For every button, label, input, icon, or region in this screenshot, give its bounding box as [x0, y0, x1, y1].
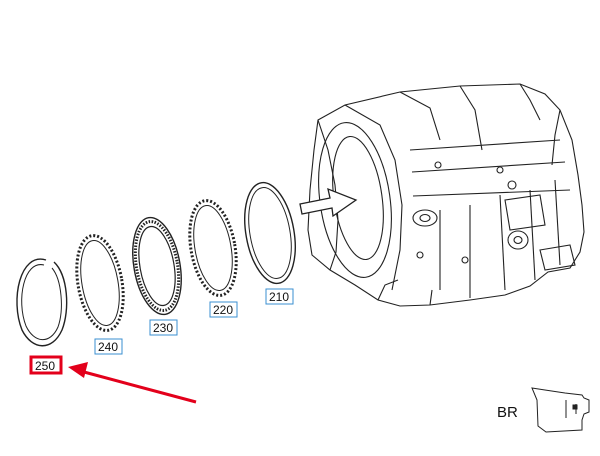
- ring-part-230[interactable]: [126, 214, 188, 318]
- br-badge-text: BR: [497, 404, 518, 421]
- ring-part-240[interactable]: [70, 232, 130, 334]
- label-210-text: 210: [269, 290, 289, 304]
- label-240-text: 240: [98, 340, 118, 354]
- label-230-text: 230: [153, 321, 173, 335]
- component-outline-icon: [531, 387, 590, 433]
- br-badge: BR: [497, 387, 590, 433]
- label-210[interactable]: 210: [265, 288, 294, 305]
- transmission-housing: [307, 83, 585, 307]
- label-220-text: 220: [213, 303, 233, 317]
- label-230[interactable]: 230: [149, 319, 178, 336]
- ring-part-220[interactable]: [183, 197, 243, 299]
- assembly-direction-arrow-icon: [299, 187, 358, 218]
- red-arrow-icon: [68, 362, 197, 404]
- label-240[interactable]: 240: [94, 338, 123, 355]
- ring-part-250[interactable]: [16, 258, 68, 347]
- label-220[interactable]: 220: [209, 301, 238, 318]
- label-250[interactable]: 250: [29, 355, 63, 375]
- label-250-text: 250: [35, 359, 55, 373]
- ring-part-210[interactable]: [238, 179, 303, 288]
